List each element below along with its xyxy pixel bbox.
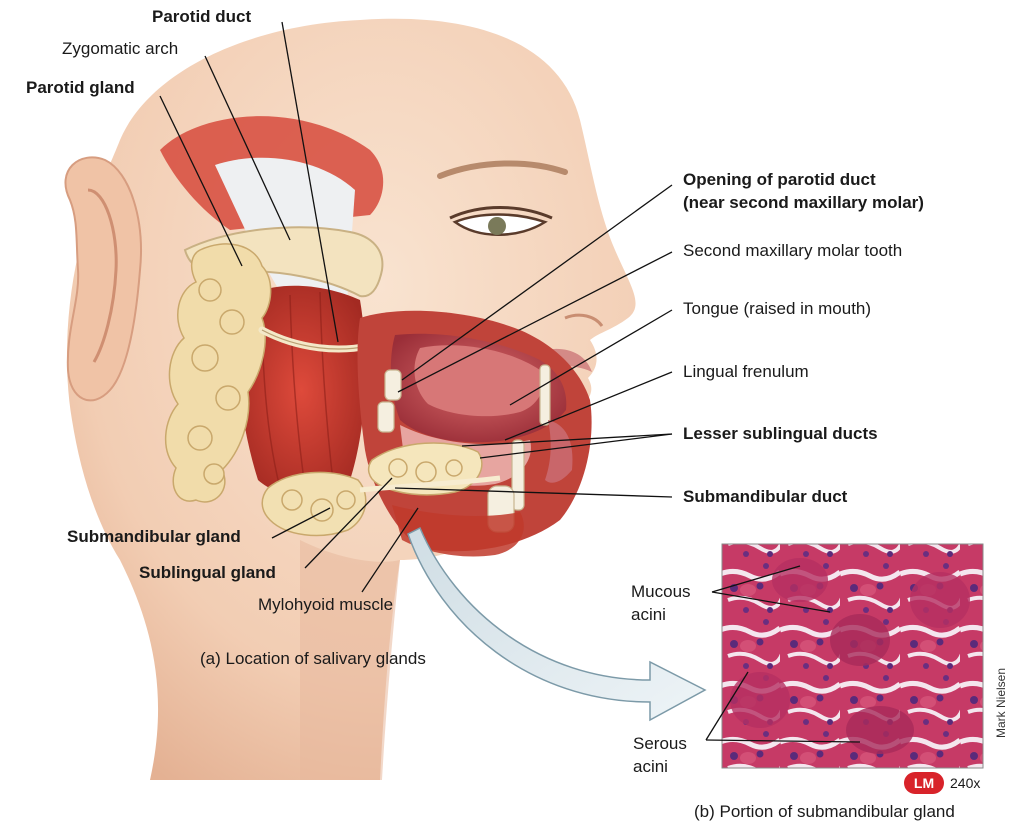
neck-shadow [300,540,400,780]
leader-lingual-frenulum [504,371,673,441]
leader-tongue [509,309,673,406]
tooth [539,364,551,426]
gland-lobule [310,498,334,522]
ear-inner [87,188,118,363]
caption-part-b: (b) Portion of submandibular gland [694,802,955,821]
gland-lobule [191,344,219,372]
ear [64,156,142,402]
oral-cavity [357,310,592,552]
leader-submandibular-duct [394,487,673,498]
gland-lobule [445,459,463,477]
gland-lobule [388,458,408,478]
label-lesser-sublingual-ducts: Lesser sublingual ducts [683,424,878,443]
muscle-fiber [319,291,335,491]
label-parotid-duct: Parotid duct [152,7,252,26]
gland-lobule [215,385,241,411]
gland-lobule [336,490,356,510]
lm-badge: LM [904,772,944,794]
acinus-cluster [772,558,828,602]
magnification-label: 240x [950,775,981,791]
label-opening-of-parotid-duct-line1: Opening of parotid duct [683,170,876,189]
label-mucous-acini-line2: acini [631,605,666,624]
label-submandibular-gland: Submandibular gland [67,527,241,546]
leader-opening-parotid-duct [401,184,673,381]
label-mucous-acini-line1: Mucous [631,582,691,601]
leader-lesser-sublingual-2 [479,433,673,459]
leader-lines [159,21,861,743]
nostril [564,313,604,327]
acinus-cluster [830,614,890,666]
masseter-muscle [237,285,366,495]
gland-lobule [198,278,222,302]
tooth [384,369,402,401]
label-serous-acini-line2: acini [633,757,668,776]
acinus-cluster [846,706,914,754]
gland-lobule [219,309,245,335]
submandibular-duct [359,475,501,493]
label-mylohyoid-muscle: Mylohyoid muscle [258,595,394,614]
micrograph-border [721,543,984,769]
lower-lip [545,420,573,483]
gland-lobule [415,461,437,483]
photo-credit: Mark Nielsen [994,667,1008,738]
gland-lobule [187,425,213,451]
tooth [377,401,395,433]
leader-mucous-acini-2 [711,591,831,613]
leader-serous-acini-1 [705,671,749,741]
eyebrow [437,160,568,179]
acinus-cluster [730,672,790,728]
micrograph-panel [721,543,984,769]
acinus-cluster [910,572,970,628]
zoom-arrow [407,526,707,722]
label-serous-acini-line1: Serous [633,734,687,753]
leader-zygomatic-arch [204,55,291,241]
leader-serous-acini-2 [705,739,861,743]
leader-mylohyoid [361,507,419,593]
leader-mucous-acini-1 [711,565,801,593]
leader-second-molar [397,251,673,393]
caption-part-a: (a) Location of salivary glands [200,649,426,668]
iris [488,217,506,235]
label-parotid-gland: Parotid gland [26,78,135,97]
label-tongue: Tongue (raised in mouth) [683,299,872,318]
label-submandibular-duct: Submandibular duct [683,487,848,506]
label-zygomatic-arch: Zygomatic arch [62,39,179,58]
label-sublingual-gland: Sublingual gland [139,563,276,582]
label-second-maxillary-molar: Second maxillary molar tooth [683,241,903,260]
submandibular-gland [261,471,367,537]
label-lingual-frenulum: Lingual frenulum [683,362,809,381]
tongue [414,345,544,417]
leader-submandibular-gland [271,507,331,539]
gland-lobule [281,489,303,511]
eyelid [449,206,553,220]
leader-lesser-sublingual-1 [461,433,673,447]
parotid-gland [164,243,272,503]
label-opening-of-parotid-duct-line2: (near second maxillary molar) [683,193,924,212]
leader-parotid-duct [281,21,339,343]
leader-sublingual-gland [304,477,393,569]
leader-parotid-gland [159,95,243,267]
gland-lobule [203,463,225,485]
